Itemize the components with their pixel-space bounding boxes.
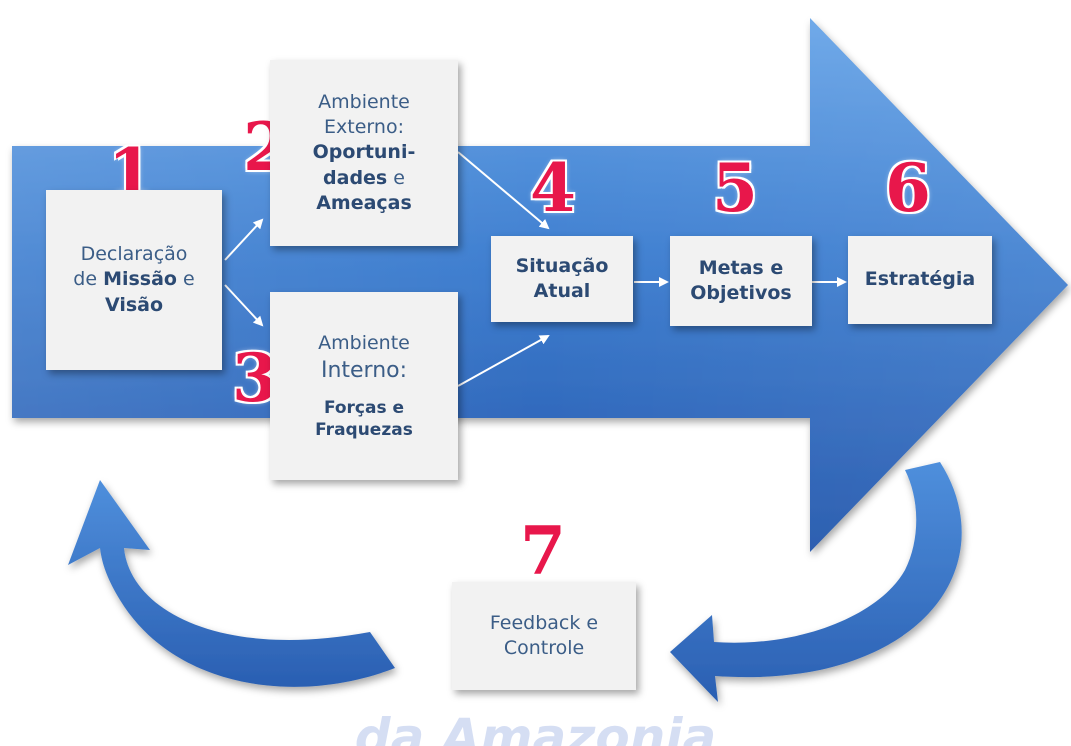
step-4-box: Situação Atual — [491, 236, 633, 322]
step-7-line2: Controle — [503, 637, 585, 659]
step-1-line2: de Missão e — [73, 267, 194, 292]
step-5-line2: Objetivos — [690, 282, 792, 304]
step-2-box: Ambiente Externo: Oportuni- dades e Amea… — [270, 60, 458, 246]
curved-arrow-down-left-icon — [670, 462, 962, 702]
step-2-line5: Ameaças — [316, 191, 412, 214]
step-6-number: 6 — [885, 149, 931, 227]
connector-3-to-4 — [457, 335, 550, 387]
step-7-box: Feedback e Controle — [452, 582, 636, 690]
step-4-line2: Atual — [533, 280, 591, 302]
step-5-line1: Metas e — [698, 256, 784, 279]
step-3-box: Ambiente Interno: Forças e Fraquezas — [270, 292, 458, 480]
step-3-line1: Ambiente — [318, 331, 410, 354]
step-1-box: Declaração de Missão e Visão — [46, 190, 222, 370]
step-1-line2-bold: Missão — [103, 268, 177, 291]
connector-1-to-3 — [224, 284, 264, 327]
step-2-line3: Oportuni- — [312, 141, 416, 164]
watermark-text: da Amazonia — [354, 708, 717, 746]
step-1-line3: Visão — [104, 293, 164, 316]
connector-2-to-4 — [457, 151, 550, 230]
connector-1-to-2 — [224, 218, 264, 261]
step-5-box: Metas e Objetivos — [670, 236, 812, 326]
step-2-line4-suffix: e — [387, 166, 405, 189]
step-3-line2: Interno: — [320, 357, 408, 383]
step-2-line4: dades e — [323, 166, 405, 191]
step-6-line1: Estratégia — [864, 268, 976, 291]
step-3-line4: Fraquezas — [315, 420, 413, 441]
step-2-line2: Externo: — [324, 116, 404, 139]
step-3-line3: Forças e — [323, 397, 405, 418]
step-2-line1: Ambiente — [318, 91, 410, 114]
step-1-line1: Declaração — [80, 243, 188, 266]
step-4-line1: Situação — [515, 254, 609, 277]
step-5-number: 5 — [712, 149, 758, 227]
step-1-line2-prefix: de — [73, 268, 104, 291]
step-7-number: 7 — [520, 512, 566, 590]
curved-arrow-up-left-icon — [68, 480, 395, 687]
step-6-box: Estratégia — [848, 236, 992, 324]
step-2-line4-bold: dades — [323, 166, 388, 189]
step-7-line1: Feedback e — [489, 611, 599, 634]
step-1-line2-suffix: e — [176, 268, 195, 291]
step-4-number: 4 — [530, 149, 576, 227]
